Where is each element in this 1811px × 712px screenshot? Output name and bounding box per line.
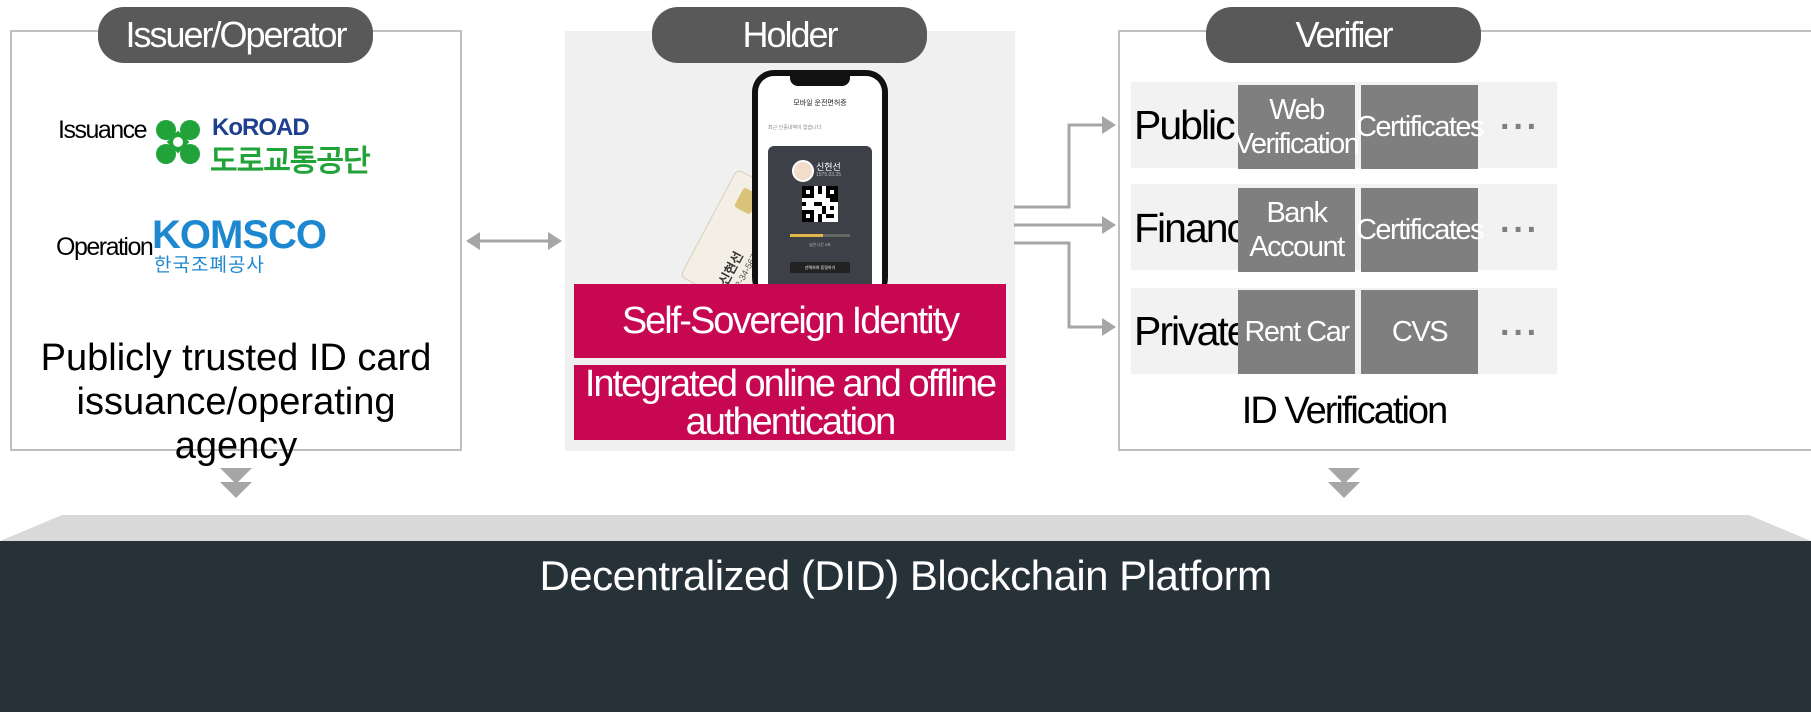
phone-notch bbox=[790, 76, 850, 86]
tile-text-line1: Web bbox=[1269, 94, 1325, 126]
holder-title: Holder bbox=[652, 7, 927, 63]
verifier-tile: Certificates bbox=[1356, 85, 1485, 169]
platform-top-surface bbox=[0, 515, 1811, 541]
tile-text-line2: Verification bbox=[1234, 128, 1360, 160]
verifier-tile: Certificates bbox=[1356, 188, 1485, 272]
verifier-title: Verifier bbox=[1206, 7, 1481, 63]
tile-text-line1: Certificates bbox=[1355, 214, 1485, 246]
phone-card-dob: 1975.03.25 bbox=[816, 172, 842, 178]
verifier-caption: ID Verification bbox=[1241, 390, 1448, 432]
integrated-auth-line2: authentication bbox=[685, 400, 897, 443]
tile-text-line2: Account bbox=[1249, 231, 1345, 263]
down-chevron-icon bbox=[220, 468, 252, 498]
timer-bar-fill bbox=[790, 234, 823, 237]
holder-avatar bbox=[792, 160, 814, 182]
holder-to-verifier-connector bbox=[1014, 116, 1116, 336]
verifier-row-label: Public bbox=[1134, 102, 1236, 148]
verifier-tile: Web Verification bbox=[1235, 85, 1360, 169]
verifier-tile: Rent Car bbox=[1238, 290, 1355, 374]
issuance-label: Issuance bbox=[58, 116, 148, 144]
phone-screen-subtitle: 최근 인증내역이 없습니다 bbox=[768, 125, 822, 131]
qr-code-icon bbox=[802, 186, 838, 222]
tile-text-line1: Rent Car bbox=[1244, 316, 1350, 348]
issuer-description: Publicly trusted ID card issuance/operat… bbox=[12, 336, 460, 468]
verifier-tile: CVS bbox=[1361, 290, 1478, 374]
integrated-auth-line1: Integrated online and offline bbox=[584, 362, 997, 405]
issuer-title: Issuer/Operator bbox=[98, 7, 373, 63]
more-ellipsis-icon: ··· bbox=[1500, 314, 1540, 352]
platform-label: Decentralized (DID) Blockchain Platform bbox=[539, 552, 1272, 599]
platform-base bbox=[0, 541, 1811, 712]
phone-screen: 모바일 운전면허증 최근 인증내역이 없습니다 신현선 1975.03.25 남… bbox=[758, 76, 882, 300]
komsco-logo-text: KOMSCO bbox=[152, 213, 327, 257]
koroad-logo-text: KoROAD bbox=[212, 114, 310, 141]
self-sovereign-identity-banner: Self-Sovereign Identity bbox=[574, 284, 1006, 358]
down-chevron-icon bbox=[1328, 468, 1360, 498]
bidirectional-arrow-icon bbox=[466, 232, 562, 250]
issuer-description-line2: issuance/operating agency bbox=[76, 381, 396, 467]
phone-timer-text: 남은시간 4초 bbox=[809, 242, 831, 247]
more-ellipsis-icon: ··· bbox=[1500, 108, 1540, 146]
phone-card-name: 신현선 bbox=[816, 162, 841, 172]
tile-text-line1: CVS bbox=[1391, 316, 1449, 348]
tile-text-line1: Certificates bbox=[1355, 111, 1485, 143]
phone-verify-button[interactable]: 선택하여 증명하기 bbox=[790, 262, 850, 273]
koroad-logo-icon bbox=[156, 120, 200, 164]
verifier-tile: Bank Account bbox=[1238, 188, 1355, 272]
smartphone: 모바일 운전면허증 최근 인증내역이 없습니다 신현선 1975.03.25 남… bbox=[752, 70, 888, 300]
more-ellipsis-icon: ··· bbox=[1500, 211, 1540, 249]
phone-screen-title: 모바일 운전면허증 bbox=[793, 100, 847, 107]
koroad-logo-korean: 도로교통공단 bbox=[210, 145, 371, 178]
komsco-logo-korean: 한국조폐공사 bbox=[154, 255, 265, 276]
issuer-description-line1: Publicly trusted ID card bbox=[40, 337, 432, 379]
verifier-row-label: Private bbox=[1134, 308, 1250, 354]
timer-bar bbox=[790, 234, 850, 237]
phone-id-card: 신현선 1975.03.25 남은시간 4초 선택하여 증명하기 bbox=[768, 146, 872, 300]
operation-label: Operation bbox=[56, 233, 154, 261]
tile-text-line1: Bank bbox=[1266, 197, 1328, 229]
integrated-auth-banner: Integrated online and offline authentica… bbox=[574, 362, 1006, 443]
